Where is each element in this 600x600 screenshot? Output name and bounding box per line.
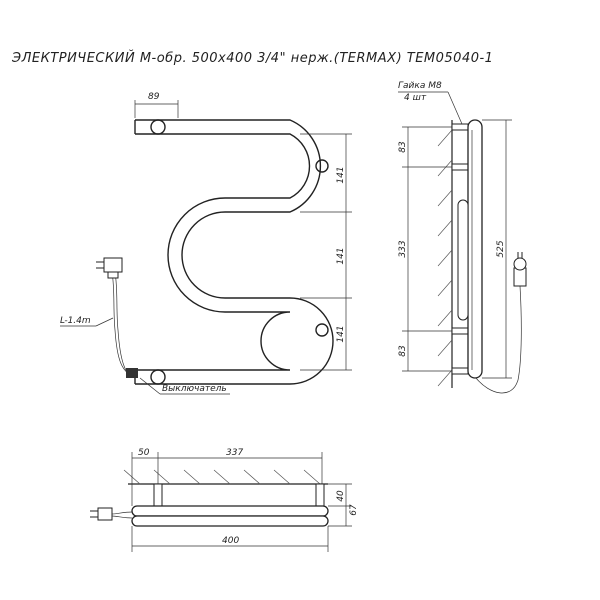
side-power-plug-icon (513, 252, 527, 287)
nut-count: 4 шт (404, 93, 427, 103)
bracket-top-left (150, 119, 166, 135)
dim-top-depth-2: 67 (349, 504, 359, 516)
dim-side-mid: 333 (398, 240, 408, 257)
dim-top-left: 50 (138, 448, 150, 458)
side-bracket-3 (451, 327, 469, 335)
side-bracket-1 (451, 123, 469, 131)
towel-rail-pipe-inner (135, 133, 311, 371)
top-wall-hatching (123, 469, 321, 485)
top-pipe-back (131, 505, 329, 517)
top-pipe-front (131, 515, 329, 527)
top-bracket-left (153, 483, 163, 509)
switch-box (126, 368, 138, 378)
top-power-plug-icon (90, 507, 113, 521)
side-pipe-inner (457, 199, 469, 321)
power-plug-icon (96, 257, 123, 279)
top-bracket-right (315, 483, 325, 509)
dim-offset: 89 (148, 92, 160, 102)
towel-rail-pipe (135, 119, 334, 385)
bracket-right-upper (315, 159, 329, 173)
top-view: 50 337 400 40 67 (90, 448, 359, 552)
dim-step-1: 141 (336, 166, 346, 183)
power-cable (114, 271, 136, 379)
bracket-bottom-left (150, 369, 166, 385)
dim-step-2: 141 (336, 247, 346, 264)
dim-side-total: 525 (496, 240, 506, 257)
side-bracket-2 (451, 163, 469, 171)
cable-label: L-1.4m (60, 316, 91, 326)
side-view: Гайка М8 4 шт 83 333 83 525 (398, 81, 527, 394)
dim-step-3: 141 (336, 325, 346, 342)
dim-top-span: 337 (226, 448, 243, 458)
top-power-cable (111, 511, 133, 515)
side-power-cable (475, 285, 522, 394)
switch-label: Выключатель (162, 384, 227, 394)
nut-label: Гайка М8 (398, 81, 442, 91)
dim-top-depth-1: 40 (336, 490, 346, 502)
drawing-title: ЭЛЕКТРИЧЕСКИЙ М-обр. 500х400 3/4" нерж.(… (11, 50, 493, 66)
front-view: 89 141 141 141 L-1.4m Выключатель (60, 92, 352, 395)
wall-hatching (437, 129, 453, 387)
dim-top-width: 400 (222, 536, 239, 546)
side-pipe-outer (467, 119, 483, 379)
dim-side-bottom: 83 (398, 345, 408, 357)
side-bracket-4 (451, 367, 469, 375)
bracket-right-lower (315, 323, 329, 337)
dim-side-top: 83 (398, 141, 408, 153)
